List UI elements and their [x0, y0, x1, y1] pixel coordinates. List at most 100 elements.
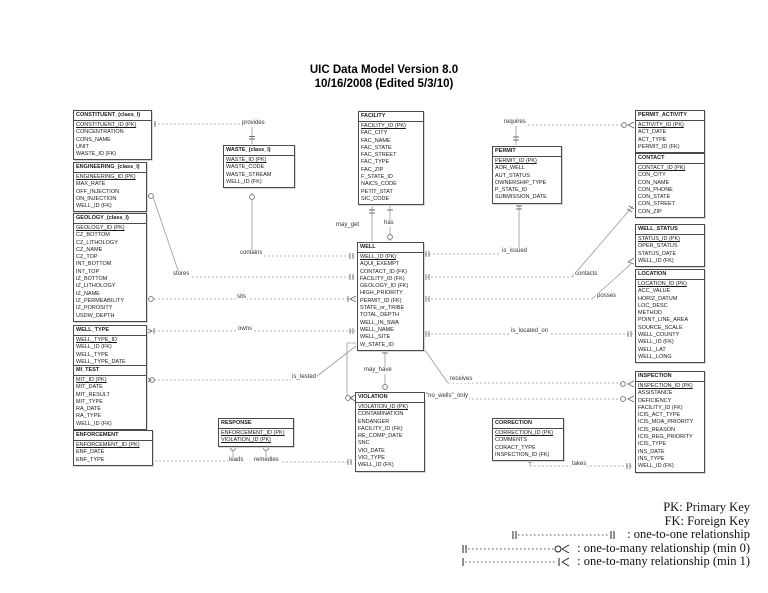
relationship-label-is-tested: is_tested	[291, 374, 318, 381]
entity-field: INS_TYPE	[638, 455, 665, 462]
entity-title: CONTACT	[636, 154, 704, 164]
entity-field: WELL_TYPE	[76, 351, 109, 358]
entity-field: LOC_DESC	[638, 302, 668, 309]
entity-field: IZ_BOTTOM	[76, 276, 108, 283]
entity-field: VIOLATION_ID (PK)	[221, 437, 272, 444]
entity-field: ICIS_TYPE	[638, 441, 667, 448]
entity-violation: VIOLATION VIOLATION_ID (PK)CONTAMINATION…	[355, 392, 425, 472]
entity-constituent: CONSTITUENT_(class_I) CONSTITUENT_ID (PK…	[73, 110, 152, 161]
legend: PK: Primary Key FK: Foreign Key : one-to…	[455, 500, 750, 569]
entity-field: PERMIT_ID (FK)	[638, 143, 680, 150]
entity-field: CONTAMINATION	[358, 411, 404, 418]
entity-field: USDW_DEPTH	[76, 312, 115, 319]
entity-field: CON_STATE	[638, 194, 671, 201]
entity-field: IZ_LITHOLOGY	[76, 283, 116, 290]
relationship-label-is-issued: is_issued	[501, 248, 529, 255]
entity-field: TOTAL_DEPTH	[360, 312, 399, 319]
page-title: UIC Data Model Version 8.0 10/16/2008 (E…	[0, 63, 768, 91]
entity-title: ENFORCEMENT	[74, 431, 152, 441]
relationship-label-sits: sits	[236, 294, 247, 301]
relationship-label-takes: takes	[571, 461, 588, 468]
entity-field: FAC_STATE	[361, 144, 392, 151]
legend-one-to-many-min1-text: : one-to-many relationship (min 1)	[577, 554, 750, 568]
legend-one-to-one: : one-to-one relationship	[455, 527, 750, 542]
entity-field: WASTE_CODE	[226, 164, 265, 171]
entity-field: METHOD	[638, 310, 662, 317]
entity-title: FACILITY	[359, 112, 423, 122]
relationship-label-leads: leads	[228, 457, 245, 464]
relationship-label-may-have: may_have	[363, 367, 393, 374]
entity-field: DEFICIENCY	[638, 397, 672, 404]
entity-field: ASSISTANCE	[638, 390, 673, 397]
entity-field: ACT_DATE	[638, 129, 667, 136]
entity-field: CONTACT_ID (PK)	[638, 165, 686, 171]
entity-title: MI_TEST	[74, 366, 146, 376]
entity-field: ENF_DATE	[76, 449, 105, 456]
entity-field: FAC_STREET	[361, 152, 397, 159]
entity-field: ICIS_ACT_TYPE	[638, 412, 681, 419]
entity-field: CORACT_TYPE	[495, 444, 536, 451]
entity-field: ENDANGER	[358, 418, 390, 425]
entity-engineering: ENGINEERING_(class_I) ENGINEERING_ID (PK…	[73, 162, 147, 213]
entity-field: CZ_BOTTOM	[76, 232, 110, 239]
entity-field: SUBMISSION_DATE	[495, 194, 547, 201]
entity-field: GEOLOGY_ID (PK)	[76, 225, 125, 231]
relationship-label-may-get: may_get	[335, 222, 361, 229]
entity-field: WELL_ID (FK)	[638, 339, 674, 346]
relationship-label-no-wells-only: "no_wells"_only	[425, 393, 469, 400]
entity-field: CON_PHONE	[638, 186, 673, 193]
entity-fields: ENFORCEMENT_ID (PK)VIOLATION_ID (PK)	[219, 429, 293, 446]
entity-field: FAC_NAME	[361, 137, 391, 144]
entity-field: NAICS_CODE	[361, 181, 397, 188]
entity-field: PERMIT_ID (PK)	[495, 158, 537, 164]
entity-field: INT_BOTTOM	[76, 261, 112, 268]
relationship-label-provides: provides	[241, 120, 266, 127]
entity-field: ICIS_REG_PRIORITY	[638, 434, 693, 441]
entity-field: SOURCE_SCALE	[638, 324, 683, 331]
entity-field: CON_STREET	[638, 201, 675, 208]
relationship-label-is-located-on: is_located_on	[510, 328, 550, 335]
entity-field: STATUS_ID (PK)	[638, 236, 680, 242]
entity-field: WELL_ID (FK)	[358, 462, 394, 469]
entity-field: WELL_ID (PK)	[360, 254, 397, 260]
entity-title: CORRECTION	[493, 419, 563, 429]
entity-field: IZ_POROSITY	[76, 305, 113, 312]
entity-field: WELL_ID (FK)	[638, 463, 674, 470]
legend-one-to-many-min1: : one-to-many relationship (min 1)	[455, 554, 750, 569]
entity-field: VIO_DATE	[358, 447, 385, 454]
entity-title: INSPECTION	[636, 372, 704, 382]
entity-field: CZ_TOP	[76, 254, 98, 261]
entity-field: AQUI_EXEMPT	[360, 261, 400, 268]
entity-field: P_STATE_ID	[495, 187, 528, 194]
entity-field: FAC_CITY	[361, 130, 388, 137]
entity-field: ICIS_REASON	[638, 426, 675, 433]
entity-field: FACILITY_ID (FK)	[358, 425, 403, 432]
entity-field: CONS_NAME	[76, 136, 111, 143]
entity-field: ACTIVITY_ID (PK)	[638, 122, 684, 128]
relationship-label-has: has	[383, 220, 395, 227]
entity-field: VIOLATION_ID (PK)	[358, 404, 409, 410]
entity-field: WELL_LAT	[638, 346, 666, 353]
entity-field: OWNERSHIP_TYPE	[495, 179, 547, 186]
entity-field: ACC_VALUE	[638, 288, 671, 295]
entity-field: WELL_LONG	[638, 353, 672, 360]
entity-field: IZ_PERMEABILITY	[76, 297, 124, 304]
entity-field: OPER_STATUS	[638, 243, 678, 250]
entity-field: WELL_COUNTY	[638, 332, 680, 339]
one-to-one-symbol	[512, 531, 615, 540]
